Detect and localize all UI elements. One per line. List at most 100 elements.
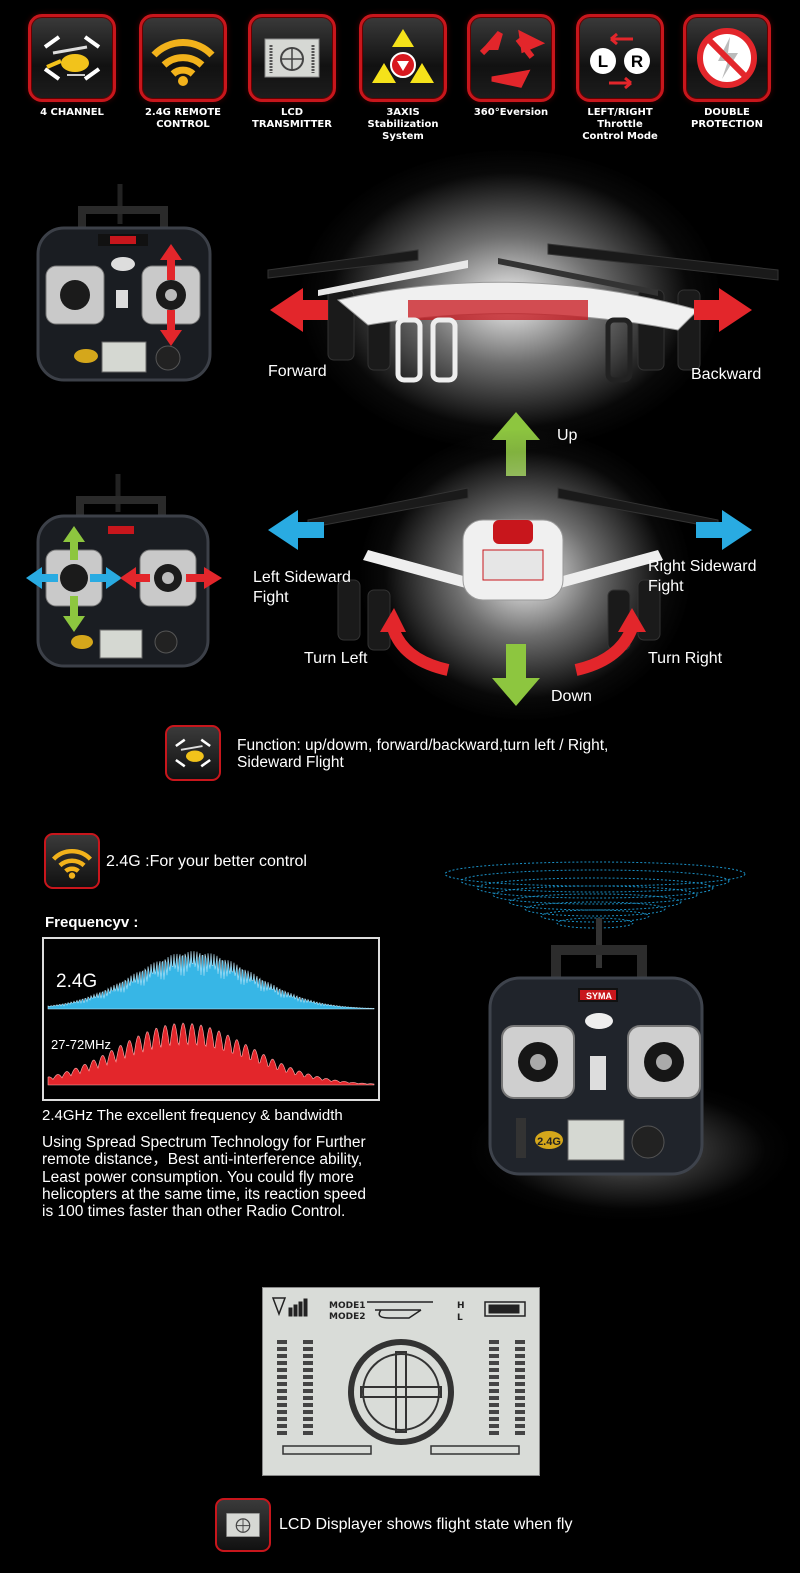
feature-4-channel: 4 CHANNEL bbox=[26, 14, 118, 119]
lcd-mode1: MODE1 bbox=[329, 1301, 366, 1311]
feature-360: 360°Eversion bbox=[465, 14, 557, 119]
remote-brand: SYMA bbox=[586, 991, 613, 1001]
lcd-bar bbox=[515, 1396, 525, 1400]
lcd-bar bbox=[303, 1354, 313, 1358]
lcd-bar bbox=[489, 1431, 499, 1435]
direction-forward: Forward bbox=[268, 363, 327, 380]
section-heading-2-4g: 2.4G :For your better control bbox=[106, 853, 307, 870]
lcd-bar bbox=[277, 1361, 287, 1365]
lcd-bar bbox=[515, 1389, 525, 1393]
remote-controller-image bbox=[36, 184, 212, 382]
lcd-bar bbox=[277, 1340, 287, 1344]
signal-ring bbox=[524, 901, 666, 917]
direction-turn-right: Turn Right bbox=[648, 650, 723, 667]
lcd-bar bbox=[515, 1424, 525, 1428]
lcd-bar bbox=[489, 1396, 499, 1400]
feature-label: 360°Eversion bbox=[473, 107, 549, 118]
feature-label: 4 CHANNEL bbox=[40, 107, 104, 118]
wave-2-4g bbox=[47, 951, 375, 1010]
lcd-bar bbox=[303, 1389, 313, 1393]
down-arrow-icon bbox=[492, 644, 540, 706]
lcd-display-graphic: MODE1 MODE2 H L bbox=[271, 1297, 526, 1455]
direction-right-sideward: Right Sideward Fight bbox=[648, 558, 757, 595]
signal-wave-graphic bbox=[444, 861, 746, 929]
feature-3axis: 3AXIS Stabilization System bbox=[357, 14, 449, 143]
lcd-display-image: MODE1 MODE2 H L bbox=[262, 1287, 540, 1476]
lcd-bar bbox=[277, 1410, 287, 1414]
lcd-bar bbox=[489, 1382, 499, 1386]
lcd-h: H bbox=[457, 1301, 465, 1311]
signal-ring bbox=[540, 909, 650, 923]
helicopter-icon bbox=[165, 725, 221, 781]
lcd-mode2: MODE2 bbox=[329, 1312, 366, 1322]
frequency-description: Using Spread Spectrum Technology for Fur… bbox=[42, 1134, 366, 1221]
remote-controller-image-2 bbox=[26, 474, 222, 668]
feature-label: 3AXIS Stabilization System bbox=[367, 107, 439, 142]
lcd-bar bbox=[303, 1382, 313, 1386]
lcd-bar bbox=[277, 1375, 287, 1379]
lcd-bar bbox=[277, 1424, 287, 1428]
lcd-l: L bbox=[457, 1313, 463, 1323]
triangle-axis-icon bbox=[359, 14, 447, 102]
feature-double-protection: DOUBLE PROTECTION bbox=[681, 14, 773, 131]
frequency-waves bbox=[47, 951, 375, 1086]
feature-label: LCD TRANSMITTER bbox=[252, 107, 332, 130]
lcd-bar bbox=[515, 1417, 525, 1421]
lcd-bar bbox=[277, 1382, 287, 1386]
lcd-bar bbox=[515, 1382, 525, 1386]
large-remote-controller-image: 2.4G SYMA bbox=[488, 918, 704, 1176]
lcd-bar bbox=[489, 1403, 499, 1407]
lcd-bar bbox=[489, 1361, 499, 1365]
remote-badge: 2.4G bbox=[537, 1136, 561, 1148]
lcd-bar bbox=[277, 1417, 287, 1421]
signal-ring bbox=[492, 885, 698, 905]
svg-text:L: L bbox=[598, 52, 608, 71]
lcd-bar bbox=[515, 1361, 525, 1365]
lcd-bar bbox=[515, 1410, 525, 1414]
lcd-bar bbox=[489, 1375, 499, 1379]
feature-label: DOUBLE PROTECTION bbox=[691, 107, 763, 130]
lcd-bar bbox=[515, 1403, 525, 1407]
lcd-bar bbox=[277, 1354, 287, 1358]
lcd-bar bbox=[489, 1354, 499, 1358]
lcd-bar bbox=[303, 1410, 313, 1414]
signal-ring bbox=[556, 917, 634, 929]
feature-lcd: LCD TRANSMITTER bbox=[246, 14, 338, 131]
lcd-caption: LCD Displayer shows flight state when fl… bbox=[279, 1516, 573, 1533]
lcd-bar bbox=[303, 1431, 313, 1435]
lcd-bar bbox=[515, 1431, 525, 1435]
feature-lr-throttle: L R LEFT/RIGHT Throttle Control Mode bbox=[574, 14, 666, 143]
band-high-label: 2.4G bbox=[56, 971, 98, 992]
band-low-label: 27-72MHz bbox=[51, 1037, 111, 1052]
direction-backward: Backward bbox=[691, 366, 762, 383]
signal-ring bbox=[508, 893, 682, 911]
direction-turn-left: Turn Left bbox=[304, 650, 368, 667]
lcd-bar bbox=[303, 1340, 313, 1344]
lcd-bar bbox=[303, 1396, 313, 1400]
lr-throttle-icon: L R bbox=[576, 14, 664, 102]
direction-down: Down bbox=[551, 688, 592, 705]
signal-ring bbox=[476, 877, 714, 899]
lcd-bar bbox=[277, 1431, 287, 1435]
lcd-icon bbox=[215, 1498, 271, 1552]
direction-left-sideward: Left Sideward Fight bbox=[253, 569, 351, 606]
lcd-bar bbox=[303, 1361, 313, 1365]
lcd-bar bbox=[303, 1403, 313, 1407]
helicopter-icon bbox=[28, 14, 116, 102]
rotate-arrows-icon bbox=[467, 14, 555, 102]
lcd-bar bbox=[489, 1410, 499, 1414]
lcd-bar bbox=[489, 1417, 499, 1421]
lcd-bar bbox=[489, 1424, 499, 1428]
feature-2-4g: 2.4G REMOTE CONTROL bbox=[137, 14, 229, 131]
lcd-bar bbox=[303, 1424, 313, 1428]
quadcopter-front-image bbox=[268, 487, 752, 676]
wifi-icon bbox=[44, 833, 100, 889]
lcd-bar bbox=[515, 1368, 525, 1372]
lcd-bar bbox=[515, 1375, 525, 1379]
lcd-bar bbox=[515, 1347, 525, 1351]
wave-27-72mhz bbox=[47, 1022, 375, 1086]
frequency-caption: 2.4GHz The excellent frequency & bandwid… bbox=[42, 1107, 343, 1124]
feature-label: 2.4G REMOTE CONTROL bbox=[144, 107, 222, 130]
lcd-bar bbox=[277, 1368, 287, 1372]
lcd-bar bbox=[277, 1389, 287, 1393]
